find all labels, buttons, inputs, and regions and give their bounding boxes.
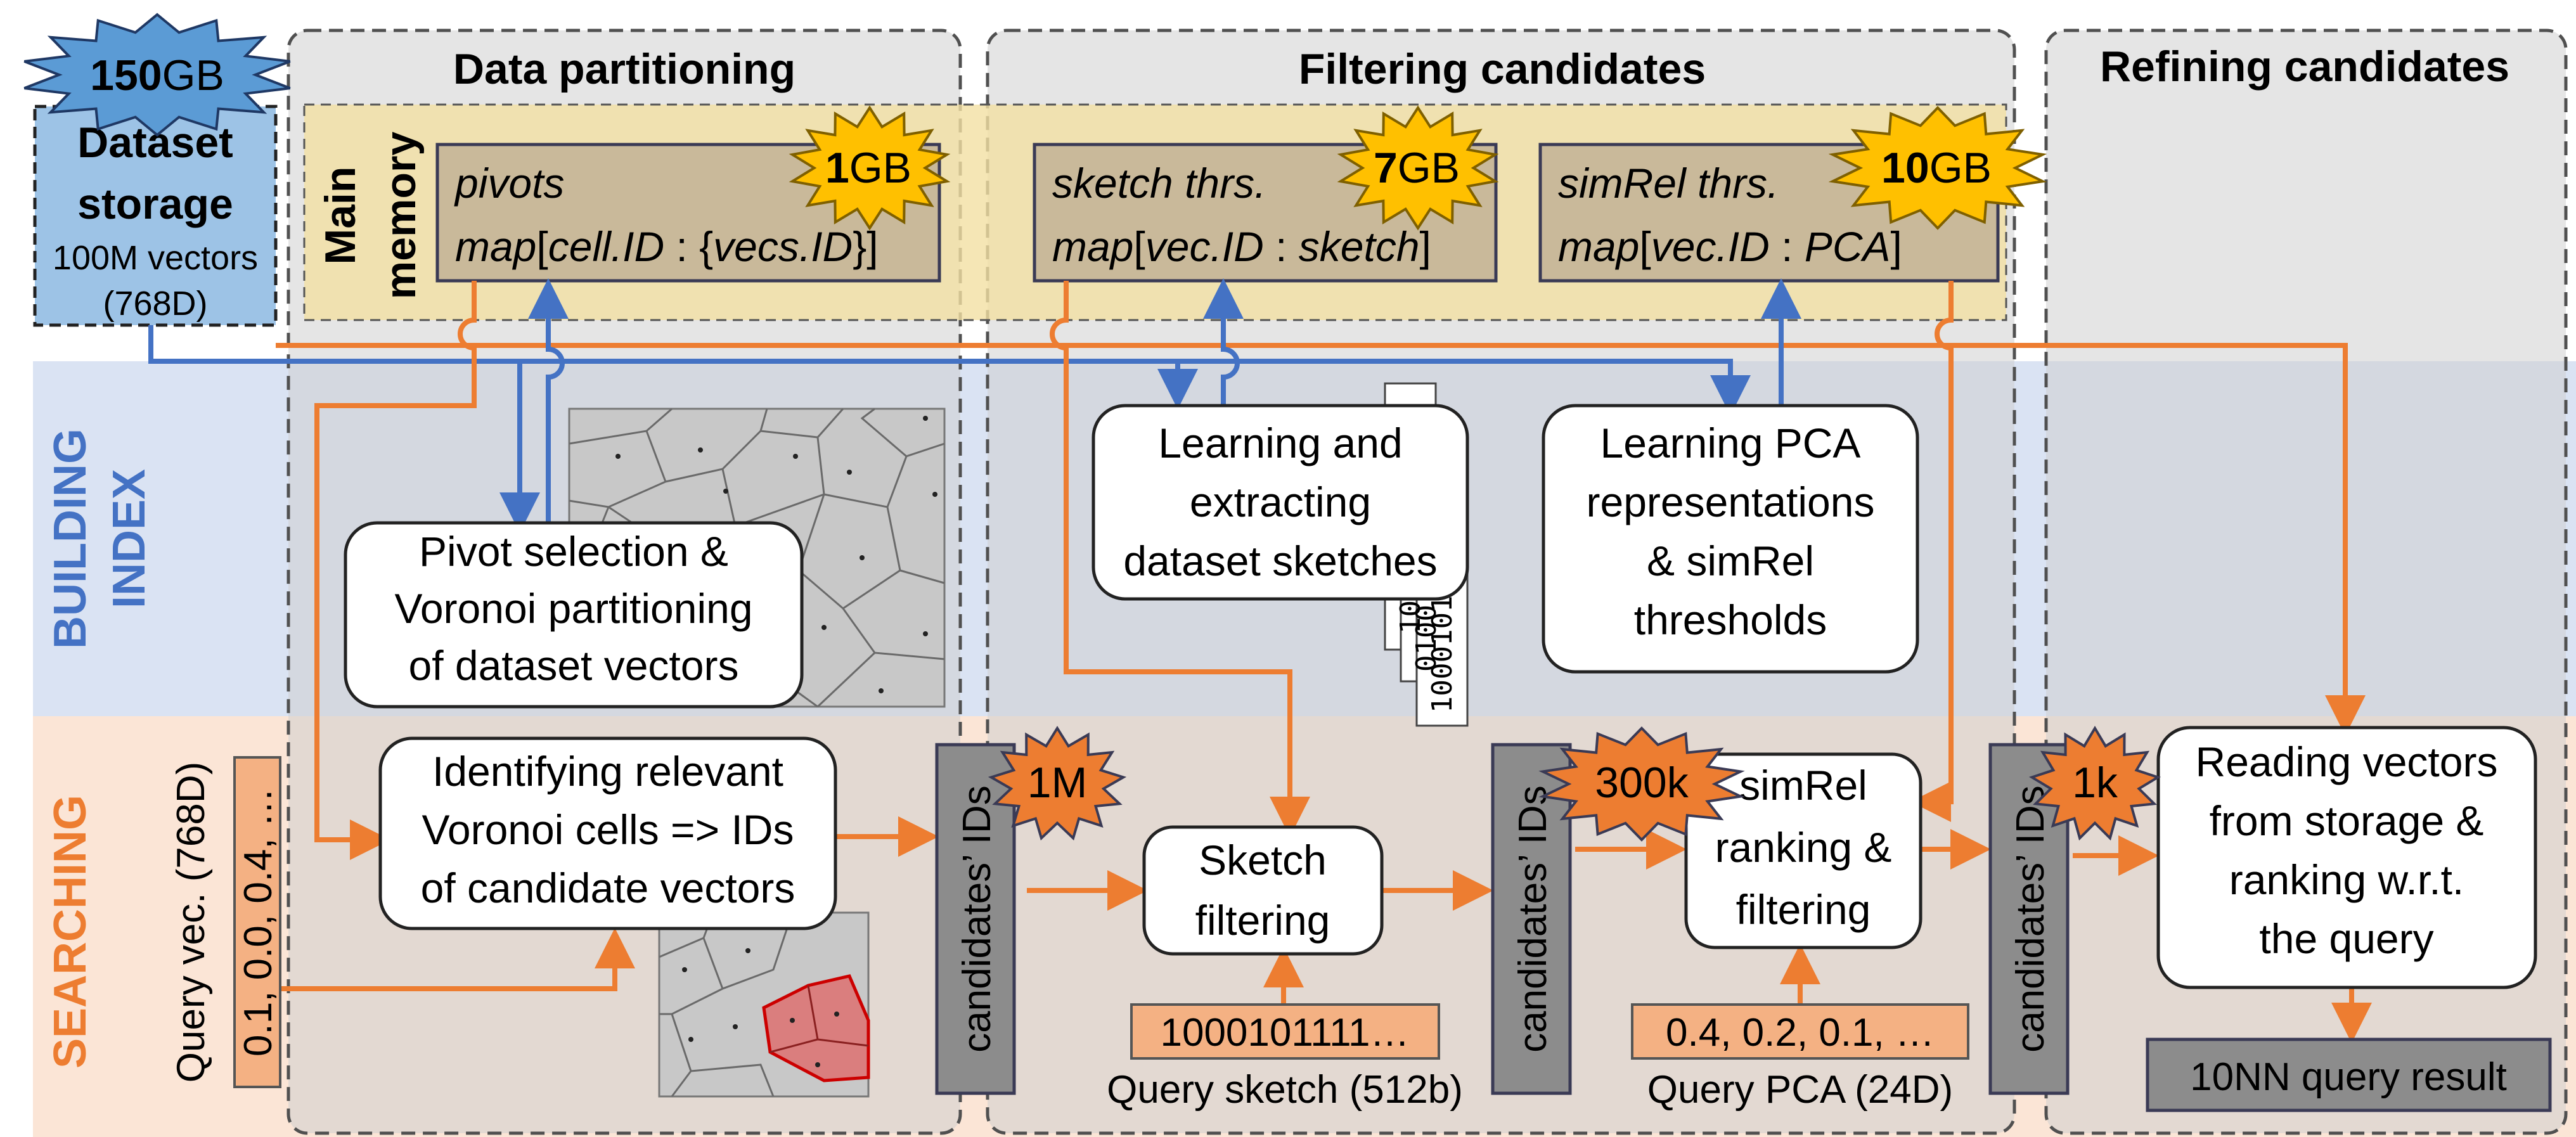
svg-text:ranking w.r.t.: ranking w.r.t. — [2229, 856, 2464, 903]
svg-text:representations: representations — [1587, 479, 1875, 525]
box-identifying: Identifying relevant Voronoi cells => ID… — [378, 736, 837, 930]
svg-text:candidates’ IDs: candidates’ IDs — [955, 785, 999, 1053]
starburst-candidates-1k: 1k — [2028, 726, 2161, 841]
svg-text:simRel: simRel — [1739, 762, 1867, 809]
svg-text:10: 10 — [1394, 600, 1427, 634]
result-box: 10NN query result — [2146, 1037, 2552, 1112]
svg-text:1k: 1k — [2072, 759, 2118, 807]
svg-text:the query: the query — [2259, 915, 2433, 962]
svg-text:dataset sketches: dataset sketches — [1123, 537, 1437, 584]
svg-text:from storage &: from storage & — [2210, 797, 2484, 844]
svg-text:1M: 1M — [1027, 759, 1087, 807]
arrow-storage-blue — [148, 325, 1751, 416]
panel-title-refining: Refining candidates — [2100, 42, 2509, 91]
svg-text:pivots: pivots — [454, 160, 564, 207]
svg-text:filtering: filtering — [1736, 886, 1871, 933]
main-memory-label-2: memory — [377, 132, 425, 300]
svg-text:1GB: 1GB — [825, 144, 911, 192]
svg-text:simRel thrs.: simRel thrs. — [1558, 160, 1779, 207]
phase-label-building-2: INDEX — [104, 469, 155, 608]
arrow-learning-sketches-to-memory — [1203, 278, 1244, 406]
arrow-pivot-selection-to-pivots — [528, 278, 569, 526]
svg-text:Query sketch (512b): Query sketch (512b) — [1107, 1068, 1463, 1112]
svg-text:thresholds: thresholds — [1634, 596, 1827, 643]
svg-text:300k: 300k — [1595, 759, 1689, 807]
starburst-sketch-size: 7GB — [1337, 105, 1499, 231]
box-simrel-ranking: simRel ranking & filtering — [1684, 752, 1922, 949]
svg-text:Pivot selection &: Pivot selection & — [419, 528, 728, 575]
arrow-sketch-thrs-to-filtering — [1050, 281, 1310, 837]
svg-text:Voronoi partitioning: Voronoi partitioning — [394, 585, 752, 632]
svg-text:150GB: 150GB — [90, 51, 224, 100]
dataset-storage: Dataset storage 100M vectors (768D) — [33, 105, 278, 327]
query-vector: 0.1, 0.0, 0.4, … Query vec. (768D) — [169, 756, 281, 1088]
svg-text:Identifying relevant: Identifying relevant — [432, 748, 783, 795]
svg-text:Voronoi cells => IDs: Voronoi cells => IDs — [422, 806, 794, 853]
svg-text:1000101111…: 1000101111… — [1160, 1011, 1409, 1055]
arrow-simrel-thrs-to-ranking — [1910, 281, 1954, 822]
starburst-pivots-size: 1GB — [789, 105, 951, 231]
starburst-dataset-size: 150GB — [23, 13, 291, 137]
starburst-simrel-size: 10GB — [1828, 106, 2047, 230]
starburst-candidates-300k: 300k — [1538, 726, 1745, 842]
svg-text:of dataset vectors: of dataset vectors — [409, 642, 739, 689]
svg-text:of candidate vectors: of candidate vectors — [421, 864, 795, 911]
svg-text:extracting: extracting — [1190, 479, 1371, 525]
svg-text:sketch thrs.: sketch thrs. — [1052, 160, 1266, 207]
svg-text:0100: 0100 — [1410, 605, 1443, 672]
panel-title-partitioning: Data partitioning — [453, 45, 795, 93]
svg-text:0.1, 0.0, 0.4, …: 0.1, 0.0, 0.4, … — [236, 788, 280, 1057]
candidates-bar-2: candidates’ IDs — [1491, 743, 1572, 1095]
svg-text:Learning and: Learning and — [1158, 420, 1402, 466]
box-pivot-selection: Pivot selection & Voronoi partitioning o… — [344, 521, 804, 709]
svg-text:candidates’ IDs: candidates’ IDs — [2009, 785, 2052, 1053]
svg-text:Query PCA (24D): Query PCA (24D) — [1647, 1068, 1953, 1112]
svg-text:100M vectors: 100M vectors — [53, 239, 258, 277]
phase-label-searching: SEARCHING — [45, 795, 96, 1069]
svg-text:0.4, 0.2, 0.1, …: 0.4, 0.2, 0.1, … — [1666, 1011, 1935, 1055]
starburst-candidates-1m: 1M — [988, 726, 1127, 841]
memory-box-pivots: pivots map[cell.ID : {vecs.ID}] — [435, 143, 941, 283]
arrow-pivots-to-identifying — [314, 281, 477, 860]
svg-text:map[vec.ID : sketch]: map[vec.ID : sketch] — [1052, 223, 1431, 270]
svg-text:& simRel: & simRel — [1647, 537, 1814, 584]
svg-text:Learning PCA: Learning PCA — [1600, 420, 1861, 466]
svg-text:storage: storage — [77, 180, 233, 228]
svg-text:ranking &: ranking & — [1715, 824, 1892, 871]
arrow-storage-orange — [276, 343, 2366, 736]
phase-label-building-1: BUILDING — [45, 428, 96, 649]
svg-text:filtering: filtering — [1195, 897, 1330, 944]
query-pca: 0.4, 0.2, 0.1, … Query PCA (24D) — [1631, 1003, 1969, 1112]
svg-text:10GB: 10GB — [1881, 144, 1992, 192]
box-sketch-filtering: Sketch filtering — [1142, 825, 1384, 956]
svg-text:candidates’ IDs: candidates’ IDs — [1511, 785, 1555, 1053]
svg-text:Query vec. (768D): Query vec. (768D) — [169, 762, 213, 1083]
box-learning-pca: Learning PCA representations & simRel th… — [1542, 404, 1919, 674]
panel-title-filtering: Filtering candidates — [1299, 45, 1706, 93]
svg-text:(768D): (768D) — [103, 285, 207, 323]
svg-text:7GB: 7GB — [1374, 144, 1460, 192]
voronoi-diagram-small — [658, 911, 870, 1098]
svg-text:Reading vectors: Reading vectors — [2196, 738, 2498, 785]
query-sketch: 1000101111… Query sketch (512b) — [1107, 1003, 1463, 1112]
box-reading-vectors: Reading vectors from storage & ranking w… — [2156, 726, 2537, 989]
svg-text:map[cell.ID : {vecs.ID}]: map[cell.ID : {vecs.ID}] — [455, 223, 879, 270]
arrow-query-to-identifying — [279, 928, 635, 991]
box-learning-sketches: Learning and extracting dataset sketches — [1092, 404, 1469, 601]
svg-text:10NN query result: 10NN query result — [2190, 1055, 2507, 1099]
svg-text:Sketch: Sketch — [1199, 837, 1327, 883]
svg-text:map[vec.ID : PCA]: map[vec.ID : PCA] — [1558, 223, 1902, 270]
main-memory-label-1: Main — [316, 167, 364, 265]
